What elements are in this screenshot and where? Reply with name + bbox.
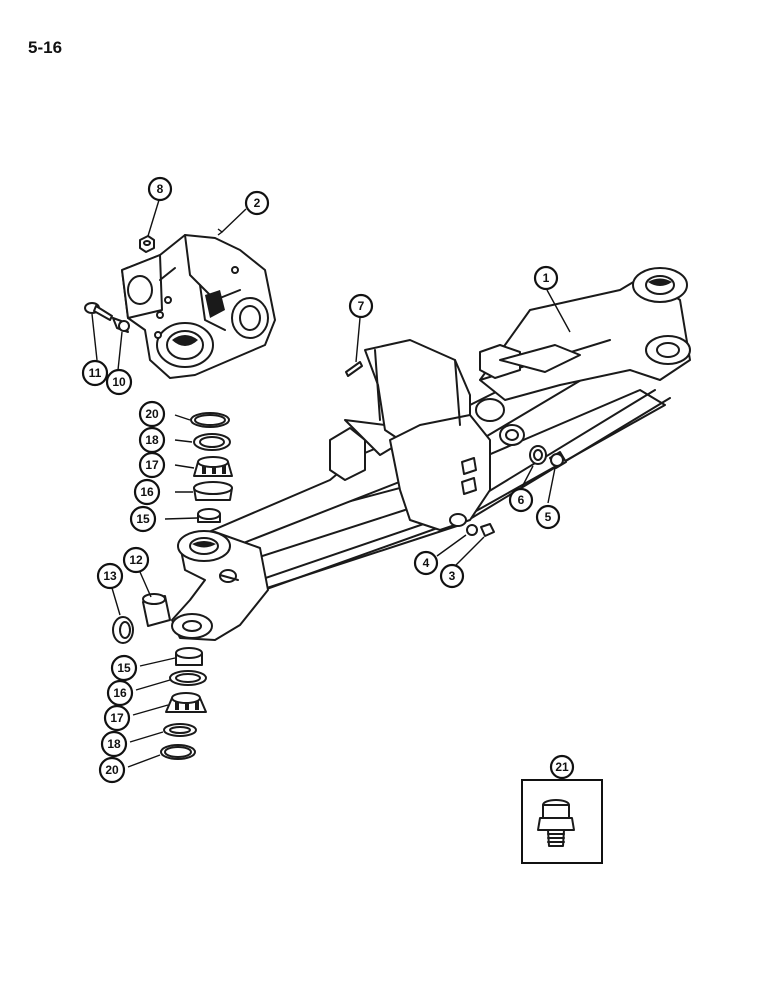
callout-15-upper: 15 xyxy=(129,505,157,533)
svg-text:17: 17 xyxy=(145,458,159,472)
callout-18-upper: 18 xyxy=(138,426,166,454)
svg-text:6: 6 xyxy=(518,493,525,507)
svg-text:16: 16 xyxy=(140,485,154,499)
svg-text:5: 5 xyxy=(545,510,552,524)
axle-beam xyxy=(171,267,691,641)
callout-11: 11 xyxy=(81,359,109,387)
svg-text:2: 2 xyxy=(254,196,261,210)
svg-text:7: 7 xyxy=(358,299,365,313)
bearing-cup-16-upper xyxy=(193,481,233,501)
plug-3 xyxy=(480,523,495,537)
bearing-cone-17-upper xyxy=(193,456,233,477)
bearing-cone-17-lower xyxy=(165,692,207,713)
callout-10: 10 xyxy=(105,368,133,396)
upper-bearing-stack xyxy=(190,412,233,523)
svg-text:15: 15 xyxy=(117,661,131,675)
svg-text:18: 18 xyxy=(145,433,159,447)
svg-text:3: 3 xyxy=(449,569,456,583)
roll-pin-7 xyxy=(345,361,363,377)
svg-text:18: 18 xyxy=(107,737,121,751)
bushing-10 xyxy=(112,317,130,333)
bushing-12 xyxy=(142,593,171,627)
svg-text:20: 20 xyxy=(145,407,159,421)
callout-16-upper: 16 xyxy=(133,478,161,506)
svg-text:20: 20 xyxy=(105,763,119,777)
callout-20-lower: 20 xyxy=(98,756,126,784)
svg-text:12: 12 xyxy=(129,553,143,567)
bushing-15-upper xyxy=(197,508,221,523)
pivot-bracket xyxy=(121,234,276,379)
page-number: 5-16 xyxy=(28,38,63,57)
callout-13: 13 xyxy=(96,562,124,590)
callout-21: 21 xyxy=(549,754,575,780)
grease-fitting-21 xyxy=(537,799,575,847)
svg-text:21: 21 xyxy=(555,760,569,774)
svg-text:4: 4 xyxy=(423,556,430,570)
washer-4 xyxy=(466,524,478,536)
svg-text:11: 11 xyxy=(89,366,102,380)
callout-17-lower: 17 xyxy=(103,704,131,732)
callout-12: 12 xyxy=(122,546,150,574)
callout-4: 4 xyxy=(413,550,439,576)
callout-18-lower: 18 xyxy=(100,730,128,758)
washer-6 xyxy=(529,445,547,465)
svg-text:13: 13 xyxy=(103,569,117,583)
svg-text:17: 17 xyxy=(110,711,124,725)
svg-text:1: 1 xyxy=(543,271,550,285)
svg-text:16: 16 xyxy=(113,686,127,700)
svg-text:15: 15 xyxy=(136,512,150,526)
nut-8 xyxy=(139,235,155,253)
callout-7: 7 xyxy=(348,293,374,319)
bushing-15-lower xyxy=(175,647,203,666)
svg-text:8: 8 xyxy=(157,182,164,196)
callout-16-lower: 16 xyxy=(106,679,134,707)
lower-bearing-stack xyxy=(160,647,207,760)
callout-15-lower: 15 xyxy=(110,654,138,682)
callout-3: 3 xyxy=(439,563,465,589)
callout-2: 2 xyxy=(244,190,270,216)
svg-text:10: 10 xyxy=(112,375,126,389)
callout-6: 6 xyxy=(508,487,534,513)
leader-lines xyxy=(91,199,571,780)
washer-18-lower xyxy=(163,723,197,737)
seal-13 xyxy=(112,616,134,644)
bearing-cup-16-lower xyxy=(169,670,207,686)
callout-1: 1 xyxy=(533,265,559,291)
callout-20-upper: 20 xyxy=(138,400,166,428)
plug-5 xyxy=(549,451,567,469)
callout-5: 5 xyxy=(535,504,561,530)
bolt-11 xyxy=(84,302,113,321)
callout-17-upper: 17 xyxy=(138,451,166,479)
callout-8: 8 xyxy=(147,176,173,202)
inset-box-21 xyxy=(521,779,603,864)
